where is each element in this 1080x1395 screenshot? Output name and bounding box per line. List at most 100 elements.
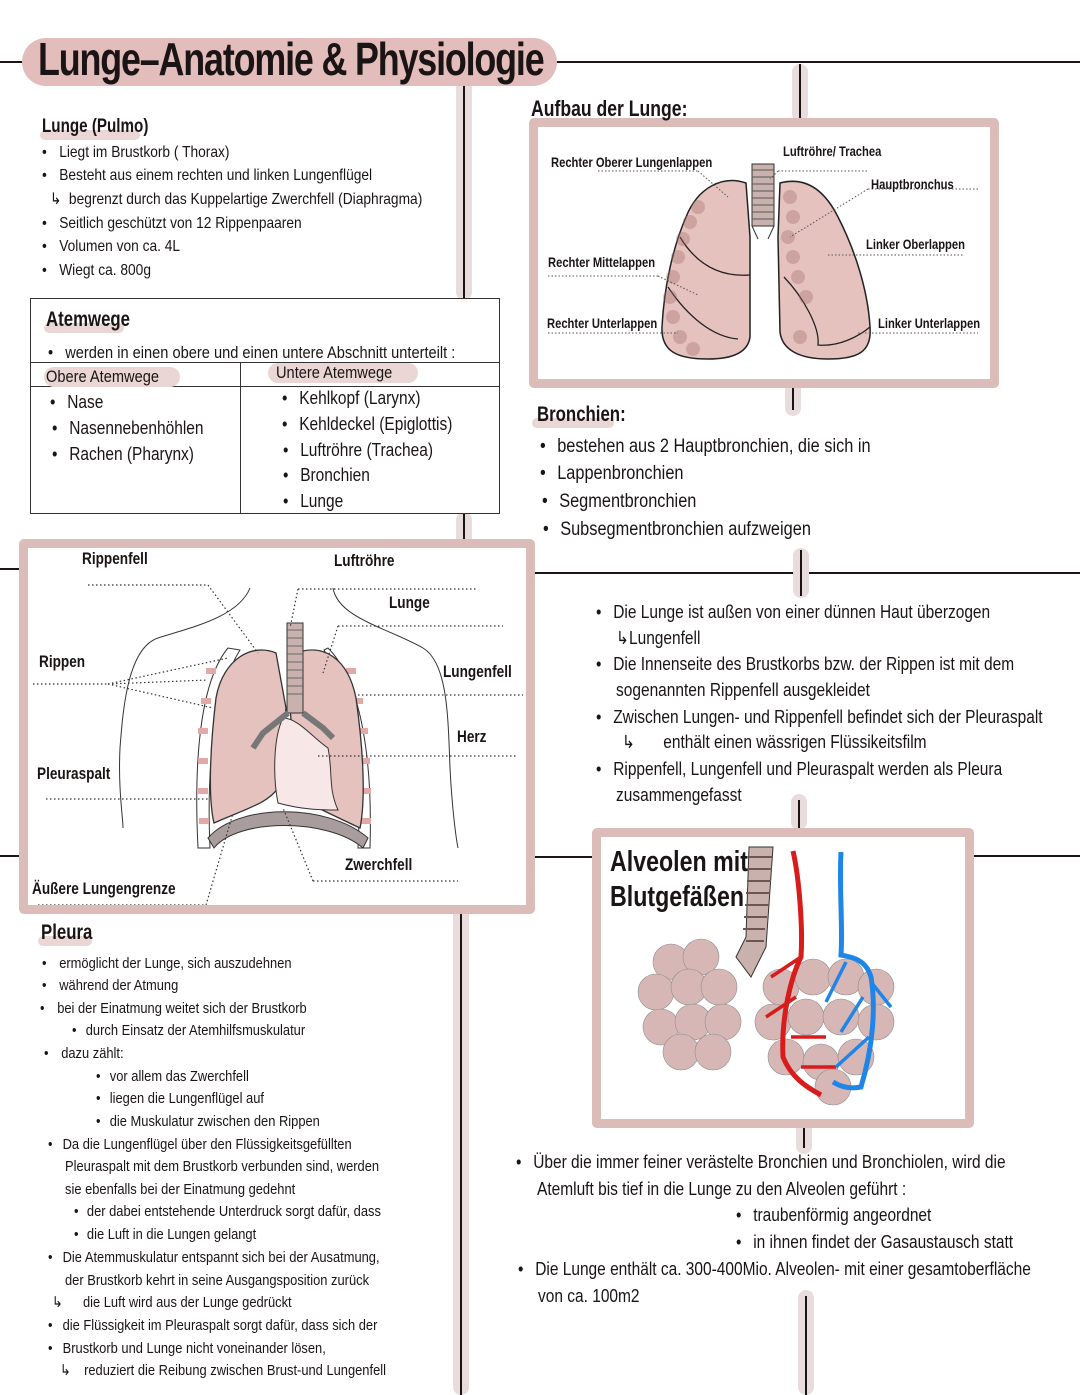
arrow-icon: ↳ <box>52 1294 63 1311</box>
lung-lobes-illustration <box>548 163 978 360</box>
label-rechter-unterlappen: Rechter Unterlappen <box>547 315 658 331</box>
label-hauptbronchus: Hauptbronchus <box>871 176 954 192</box>
list-item: vor allem das Zwerchfell <box>96 1066 249 1089</box>
bronchien-heading: Bronchien: <box>537 403 626 426</box>
divider-lower-right <box>972 855 1080 857</box>
alveolen-heading-line1: Alveolen mit <box>610 846 748 878</box>
divider-lower-mid <box>534 856 594 858</box>
list-item: ↳die Luft wird aus der Lunge gedrückt <box>52 1292 292 1315</box>
list-item: Die Atemmuskulatur entspannt sich bei de… <box>48 1247 380 1270</box>
header-highlight <box>268 363 418 383</box>
list-item: Zwischen Lungen- und Rippenfell befindet… <box>596 704 1042 730</box>
list-item: Über die immer feiner verästelte Bronchi… <box>516 1149 1005 1175</box>
list-item: sogenannten Rippenfell ausgekleidet <box>616 680 870 700</box>
arrow-icon: ↳ <box>60 1362 71 1379</box>
connector-line <box>463 86 465 298</box>
list-item: Da die Lungenflügel über den Flüssigkeit… <box>48 1134 352 1157</box>
divider-lower-left <box>0 855 20 857</box>
list-item: die Luft in die Lungen gelangt <box>74 1224 256 1247</box>
label-rippenfell: Rippenfell <box>82 549 148 568</box>
list-item: Brustkorb und Lunge nicht voneinander lö… <box>48 1338 326 1361</box>
alveolen-heading-line2: Blutgefäßen <box>610 881 745 913</box>
list-item: dazu zählt: <box>44 1043 123 1066</box>
divider-top-left <box>0 61 24 63</box>
list-item: Lappenbronchien <box>540 460 683 488</box>
label-rechter-oberer-lungenlappen: Rechter Oberer Lungenlappen <box>551 154 713 170</box>
label-linker-oberlappen: Linker Oberlappen <box>866 236 965 252</box>
heading-highlight <box>38 936 92 946</box>
list-item: Subsegmentbronchien aufzweigen <box>543 516 811 544</box>
column-header-obere: Obere Atemwege <box>46 367 159 386</box>
divider-top-right <box>556 61 1080 63</box>
atemwege-table <box>30 298 500 514</box>
connector-line <box>463 514 465 544</box>
list-item: ↳Lungenfell <box>616 628 701 648</box>
list-item: ↳reduziert die Reibung zwischen Brust-un… <box>60 1360 386 1383</box>
label-aeussere-lungengrenze: Äußere Lungengrenze <box>32 879 176 898</box>
list-item: bei der Einatmung weitet sich der Brustk… <box>40 998 307 1021</box>
list-item: Seitlich geschützt von 12 Rippenpaaren <box>42 212 301 235</box>
pulmo-heading: Lunge (Pulmo) <box>42 116 149 137</box>
title-pill <box>22 38 557 86</box>
list-item: in ihnen findet der Gasaustausch statt <box>736 1229 1013 1255</box>
list-item: Pleuraspalt mit dem Brustkorb verbunden … <box>65 1158 380 1175</box>
list-item: Wiegt ca. 800g <box>42 259 151 282</box>
list-item: bestehen aus 2 Hauptbronchien, die sich … <box>540 433 870 461</box>
list-item: ermöglicht der Lunge, sich auszudehnen <box>42 953 291 976</box>
page-title: Lunge–Anatomie & Physiologie <box>38 33 545 85</box>
connector-line <box>460 912 462 1395</box>
connector-line <box>805 1296 807 1395</box>
list-item: die Flüssigkeit im Pleuraspalt sorgt daf… <box>48 1315 378 1338</box>
list-item: traubenförmig angeordnet <box>736 1202 931 1228</box>
list-item: Luftröhre (Trachea) <box>283 437 433 463</box>
label-zwerchfell: Zwerchfell <box>345 855 413 874</box>
list-item: Besteht aus einem rechten und linken Lun… <box>42 164 372 187</box>
pleura-heading: Pleura <box>41 921 93 944</box>
arrow-icon: ↳ <box>622 732 635 752</box>
list-item: Liegt im Brustkorb ( Thorax) <box>42 141 229 164</box>
connector-line <box>792 386 794 410</box>
label-rippen: Rippen <box>39 652 86 671</box>
arrow-icon: ↳ <box>50 191 62 208</box>
heading-highlight <box>532 418 614 428</box>
connector-line <box>803 1126 805 1148</box>
label-herz: Herz <box>457 727 487 746</box>
list-item: Bronchien <box>283 462 370 488</box>
thorax-illustration <box>33 584 523 905</box>
arrow-icon: ↳ <box>616 628 629 648</box>
list-item: liegen die Lungenflügel auf <box>96 1088 264 1111</box>
list-item: sie ebenfalls bei der Einatmung gedehnt <box>65 1181 296 1198</box>
list-item: die Muskulatur zwischen den Rippen <box>96 1111 320 1134</box>
list-item: Die Lunge ist außen von einer dünnen Hau… <box>596 599 990 625</box>
list-item: Atemluft bis tief in die Lunge zu den Al… <box>537 1179 907 1199</box>
thorax-diagram-frame <box>19 539 535 914</box>
list-item: von ca. 100m2 <box>538 1286 640 1306</box>
list-item: Rippenfell, Lungenfell und Pleuraspalt w… <box>596 756 1002 782</box>
label-trachea: Luftröhre/ Trachea <box>783 143 882 159</box>
atemwege-heading: Atemwege <box>46 308 131 331</box>
alveolen-frame <box>592 828 974 1128</box>
list-item: während der Atmung <box>42 975 178 998</box>
label-pleuraspalt: Pleuraspalt <box>37 764 111 783</box>
list-item: Die Lunge enthält ca. 300-400Mio. Alveol… <box>518 1256 1031 1282</box>
lung-structure-frame <box>529 118 999 388</box>
label-lungenfell: Lungenfell <box>443 662 512 681</box>
list-item: Kehlkopf (Larynx) <box>282 385 420 411</box>
list-item: zusammengefasst <box>616 785 742 805</box>
list-item: Lunge <box>283 488 343 514</box>
list-item: ↳enthält einen wässrigen Flüssikeitsfilm <box>622 729 927 755</box>
label-linker-unterlappen: Linker Unterlappen <box>878 315 981 331</box>
list-item: Die Innenseite des Brustkorbs bzw. der R… <box>596 651 1014 677</box>
list-item: der dabei entstehende Unterdruck sorgt d… <box>74 1201 381 1224</box>
connector-line <box>799 64 801 120</box>
connector-line <box>798 800 800 828</box>
aufbau-heading: Aufbau der Lunge: <box>531 96 688 121</box>
heading-highlight <box>44 323 124 333</box>
connector-line <box>800 550 802 596</box>
label-lunge: Lunge <box>389 593 430 612</box>
list-item: Nasennebenhöhlen <box>52 415 203 441</box>
list-item: Rachen (Pharynx) <box>52 441 194 467</box>
label-luftroehre: Luftröhre <box>334 551 395 570</box>
list-item: der Brustkorb kehrt in seine Ausgangspos… <box>65 1272 370 1289</box>
atemwege-intro: werden in einen obere und einen untere A… <box>48 341 455 364</box>
